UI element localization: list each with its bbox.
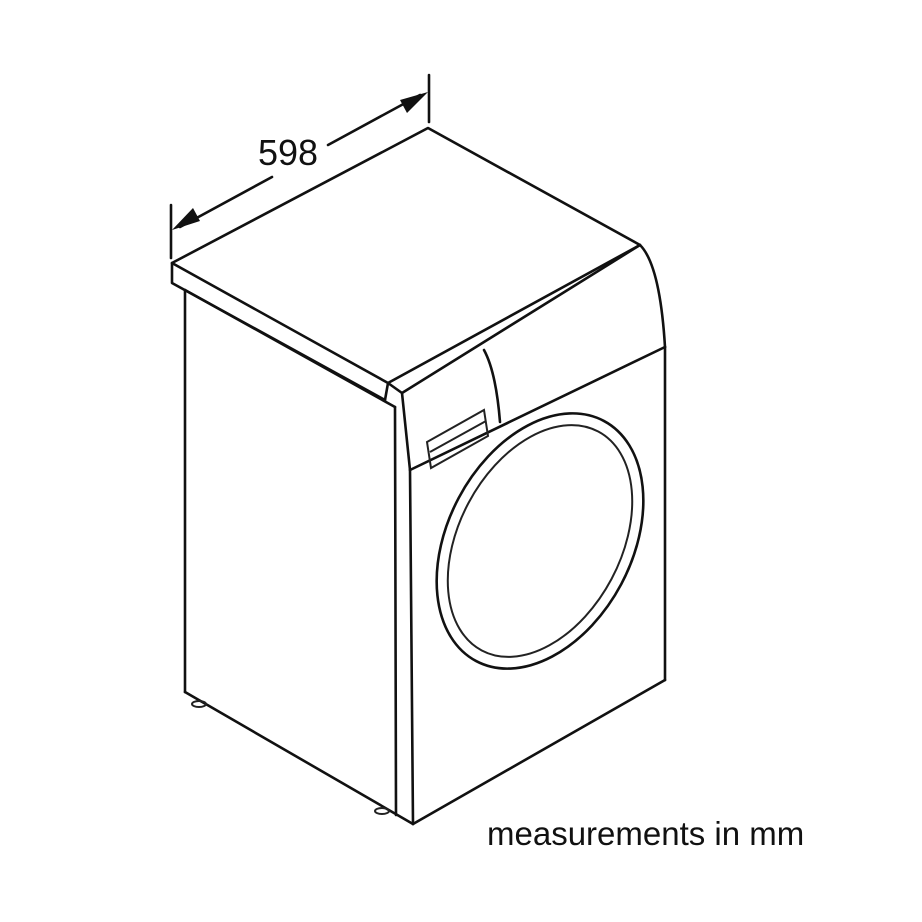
width-dimension-line bbox=[169, 73, 431, 260]
machine-body bbox=[183, 288, 667, 826]
feet bbox=[191, 700, 390, 815]
top-panel bbox=[170, 126, 642, 409]
units-caption: measurements in mm bbox=[487, 815, 805, 852]
detergent-drawer bbox=[425, 408, 490, 470]
door-porthole bbox=[435, 412, 645, 670]
width-dimension-label: 598 bbox=[258, 132, 319, 173]
control-panel bbox=[386, 243, 667, 472]
